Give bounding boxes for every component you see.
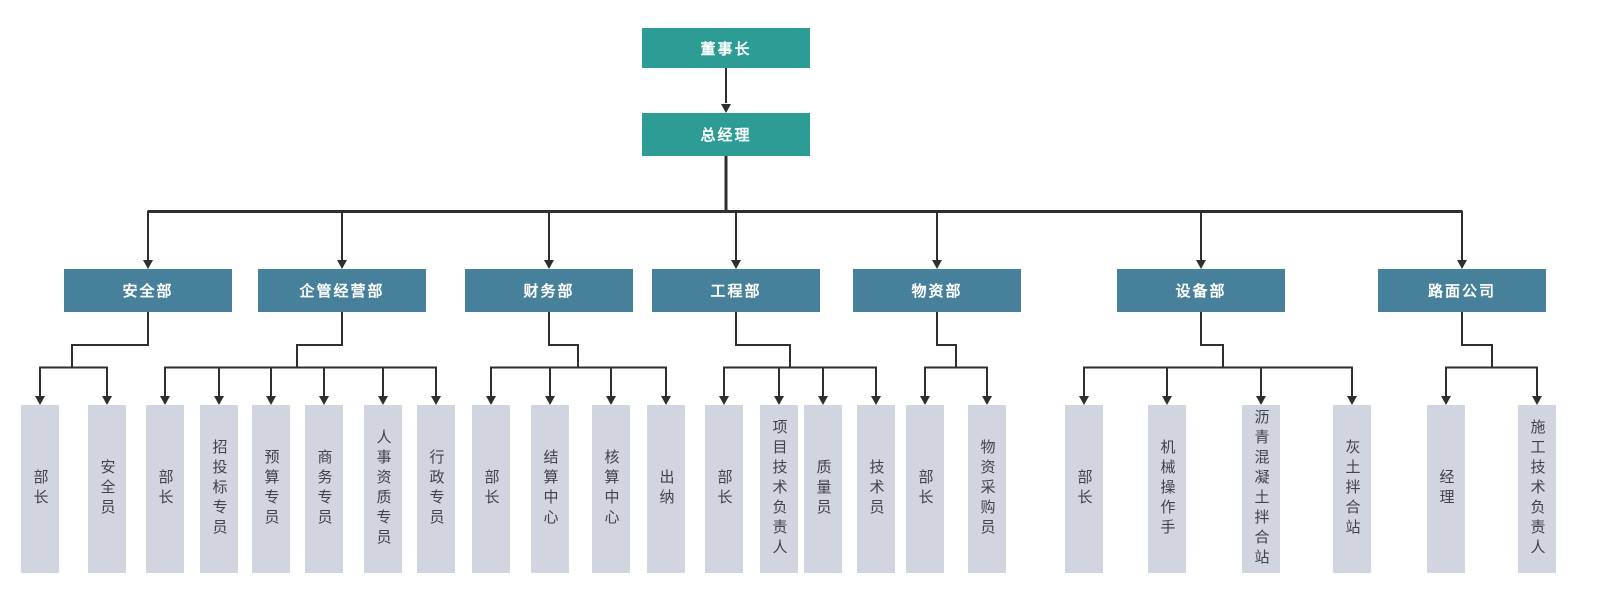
staff-node-equipment-3[interactable]: 灰土拌合站 <box>1333 405 1371 573</box>
staff-node-pavement-company-0[interactable]: 经理 <box>1427 405 1465 573</box>
staff-node-equipment-0[interactable]: 部长 <box>1065 405 1103 573</box>
dept-node-safety[interactable]: 安全部 <box>64 269 232 312</box>
dept-node-enterprise-management[interactable]: 企管经营部 <box>258 269 426 312</box>
staff-node-engineering-3[interactable]: 技术员 <box>857 405 895 573</box>
staff-node-enterprise-management-1[interactable]: 招投标专员 <box>200 405 238 573</box>
staff-node-engineering-0[interactable]: 部长 <box>705 405 743 573</box>
staff-node-finance-3[interactable]: 出纳 <box>647 405 685 573</box>
staff-node-safety-0[interactable]: 部长 <box>21 405 59 573</box>
staff-node-enterprise-management-2[interactable]: 预算专员 <box>252 405 290 573</box>
staff-node-engineering-2[interactable]: 质量员 <box>804 405 842 573</box>
staff-node-equipment-2[interactable]: 沥青混凝土拌合站 <box>1242 405 1280 573</box>
staff-node-pavement-company-1[interactable]: 施工技术负责人 <box>1518 405 1556 573</box>
dept-node-engineering[interactable]: 工程部 <box>652 269 820 312</box>
staff-node-enterprise-management-5[interactable]: 行政专员 <box>417 405 455 573</box>
staff-node-finance-0[interactable]: 部长 <box>472 405 510 573</box>
staff-node-engineering-1[interactable]: 项目技术负责人 <box>760 405 798 573</box>
org-node-general-manager[interactable]: 总经理 <box>642 113 810 156</box>
staff-node-finance-2[interactable]: 核算中心 <box>592 405 630 573</box>
staff-node-materials-0[interactable]: 部长 <box>906 405 944 573</box>
staff-node-equipment-1[interactable]: 机械操作手 <box>1148 405 1186 573</box>
staff-node-enterprise-management-4[interactable]: 人事资质专员 <box>364 405 402 573</box>
dept-node-equipment[interactable]: 设备部 <box>1117 269 1285 312</box>
staff-node-finance-1[interactable]: 结算中心 <box>531 405 569 573</box>
dept-node-materials[interactable]: 物资部 <box>853 269 1021 312</box>
staff-node-enterprise-management-0[interactable]: 部长 <box>146 405 184 573</box>
staff-node-enterprise-management-3[interactable]: 商务专员 <box>305 405 343 573</box>
staff-node-safety-1[interactable]: 安全员 <box>88 405 126 573</box>
dept-node-finance[interactable]: 财务部 <box>465 269 633 312</box>
staff-node-materials-1[interactable]: 物资采购员 <box>968 405 1006 573</box>
org-node-chairman[interactable]: 董事长 <box>642 28 810 68</box>
dept-node-pavement-company[interactable]: 路面公司 <box>1378 269 1546 312</box>
